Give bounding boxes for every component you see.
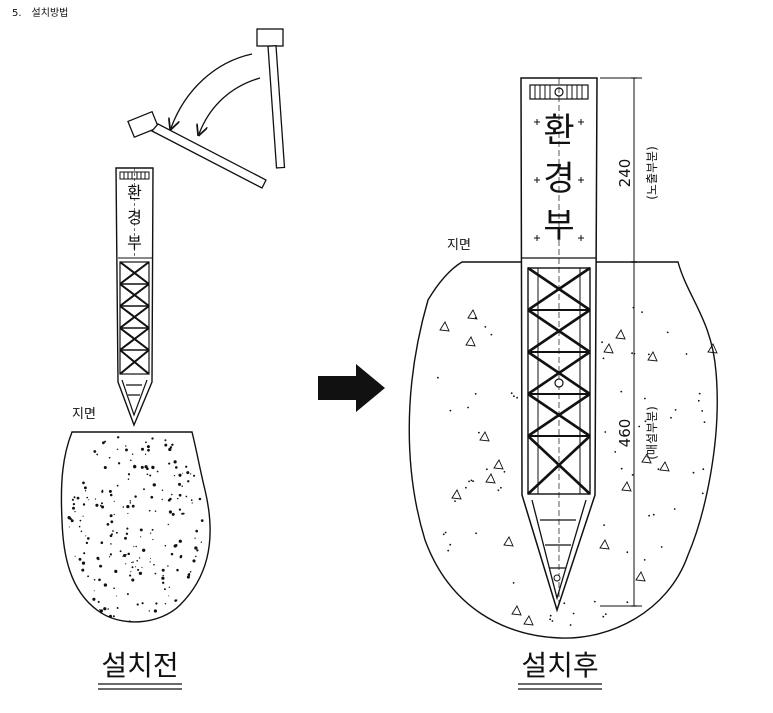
dimension-exposed-label: (노출부분) [645, 146, 659, 200]
ground-label-before: 지면 [72, 407, 96, 422]
dimension-exposed-value: 240 [616, 159, 634, 188]
dimension-lines [600, 77, 642, 607]
soil-speckles-after [437, 306, 718, 626]
post-before: 환 경 부 [115, 167, 154, 427]
dimension-buried-label: (매설부분) [645, 406, 659, 460]
post-before-char-1: 환 [127, 183, 142, 202]
post-after: 환 경 부 [520, 77, 598, 613]
post-after-char-1: 환 [543, 111, 574, 151]
swing-arrow-outer-icon [171, 53, 253, 128]
post-after-char-2: 경 [543, 159, 574, 199]
section-title: 설치방법 [31, 8, 69, 19]
before-installation: 환 경 부 지면 [60, 28, 286, 623]
section-heading: 5. 설치방법 [12, 4, 78, 19]
caption-after: 설치후 [521, 649, 598, 682]
caption-before: 설치전 [101, 649, 178, 682]
swing-arrow-inner-icon [199, 77, 261, 134]
hammer-upright-icon [256, 28, 286, 169]
hammer-swing-icon [127, 110, 267, 189]
post-before-char-2: 경 [127, 208, 142, 227]
post-before-char-3: 부 [127, 233, 142, 252]
transition-arrow-icon [318, 364, 385, 412]
ground-label-after: 지면 [447, 238, 471, 253]
section-number: 5. [12, 8, 22, 19]
after-installation: 지면 [408, 77, 718, 639]
post-after-char-3: 부 [543, 206, 574, 246]
soil-speckles-before [67, 436, 204, 622]
dimension-buried-value: 460 [616, 419, 634, 448]
ground-soil-before [60, 431, 211, 623]
